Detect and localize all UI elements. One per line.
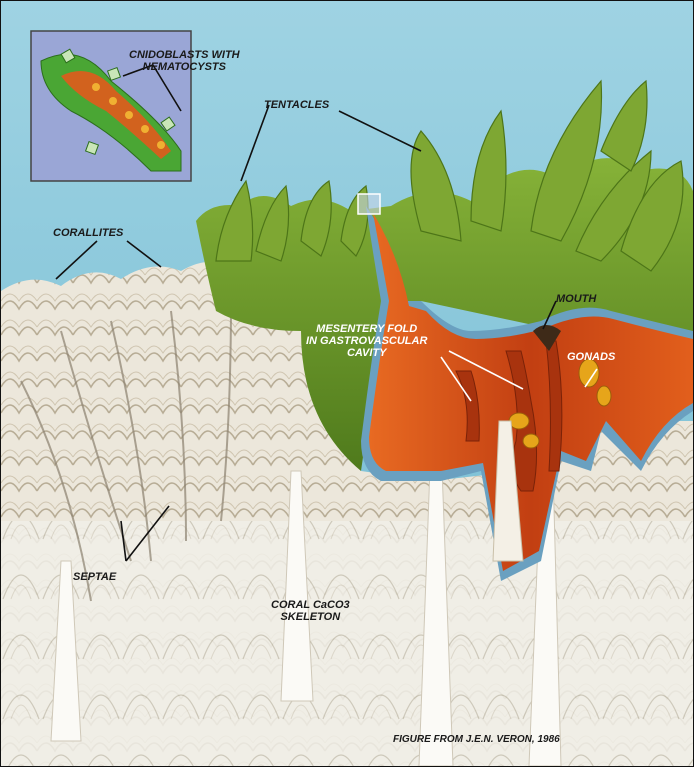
skeleton-lower	[1, 521, 693, 766]
label-tentacles: TENTACLES	[264, 99, 329, 111]
label-mesentery: MESENTERY FOLD IN GASTROVASCULAR CAVITY	[306, 323, 427, 359]
label-cnidoblasts-line2: NEMATOCYSTS	[129, 61, 240, 73]
label-gonads: GONADS	[567, 351, 615, 363]
label-credit: FIGURE FROM J.E.N. VERON, 1986	[393, 734, 560, 746]
detail-marker	[358, 194, 380, 214]
label-cnidoblasts-line1: CNIDOBLASTS WITH	[129, 49, 240, 61]
label-mesentery-line3: CAVITY	[306, 347, 427, 359]
label-mesentery-line2: IN GASTROVASCULAR	[306, 335, 427, 347]
label-mouth: MOUTH	[556, 293, 596, 305]
label-skeleton-line2: SKELETON	[271, 611, 350, 623]
label-skeleton: CORAL CaCO3 SKELETON	[271, 599, 350, 623]
label-skeleton-line1: CORAL CaCO3	[271, 599, 350, 611]
label-corallites: CORALLITES	[53, 227, 123, 239]
label-mesentery-line1: MESENTERY FOLD	[306, 323, 427, 335]
label-cnidoblasts: CNIDOBLASTS WITH NEMATOCYSTS	[129, 49, 240, 73]
label-septae: SEPTAE	[73, 571, 116, 583]
